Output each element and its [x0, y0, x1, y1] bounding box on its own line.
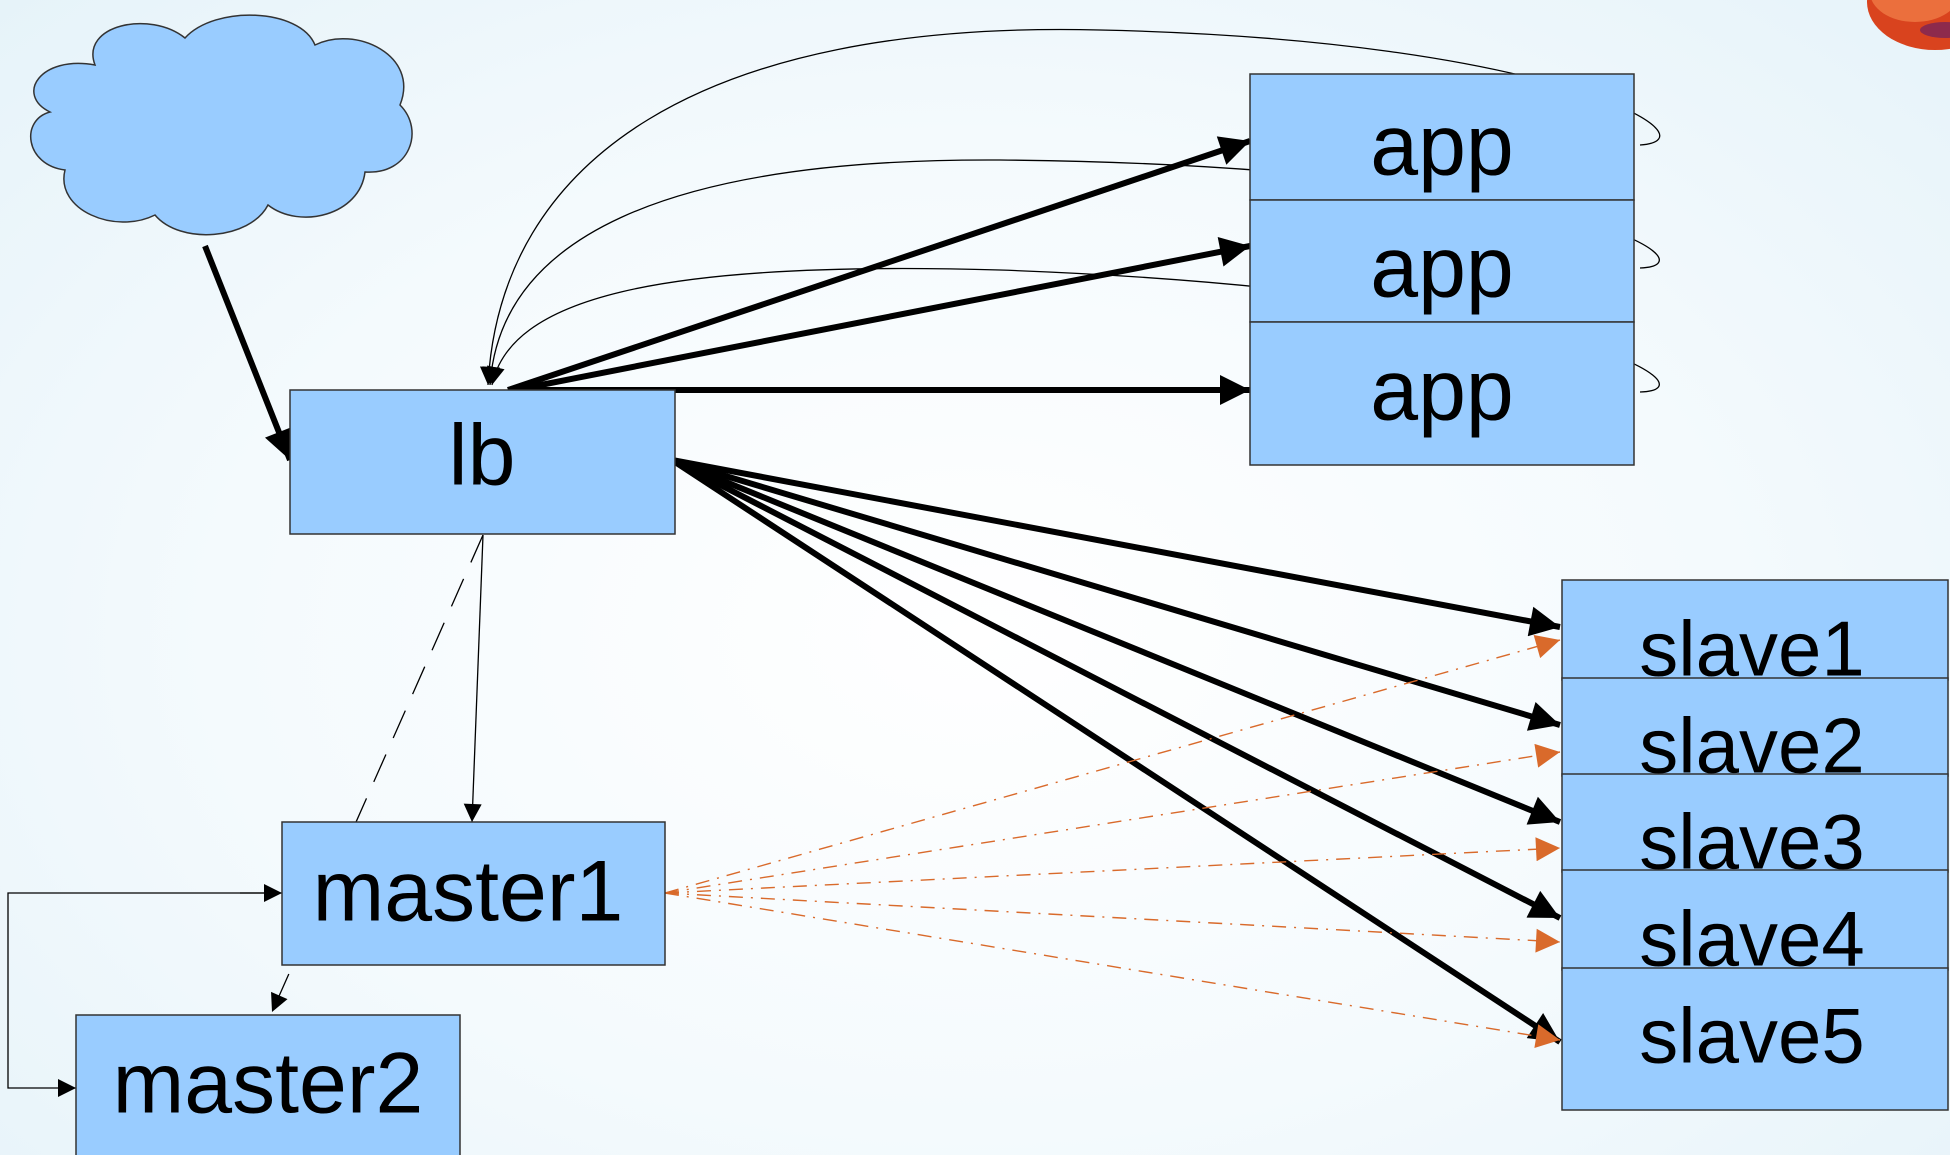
- slave2-node: slave2: [1561, 677, 1949, 790]
- master2-label: master2: [113, 1036, 424, 1132]
- master1-master2-loop-arrow: [7, 892, 280, 1097]
- lb-node: lb: [289, 389, 676, 535]
- app-3-label: app: [1370, 343, 1514, 439]
- lb-to-master1-arrow: [463, 534, 484, 823]
- app-return-curves: [479, 28, 1661, 393]
- slave4-node: slave4: [1561, 869, 1949, 983]
- slave5-label: slave5: [1639, 992, 1864, 1080]
- master1-to-slave4-arrow: [664, 892, 1561, 953]
- orange-globe-decoration: [1867, 0, 1950, 50]
- app-node-2: app: [1249, 199, 1635, 323]
- master1-to-slave3-arrow: [664, 837, 1561, 894]
- slave3-node: slave3: [1561, 773, 1949, 886]
- master1-label: master1: [313, 844, 624, 940]
- lb-to-slave1-arrow: [671, 457, 1561, 637]
- cloud-icon: [30, 14, 413, 236]
- lb-to-slave3-arrow: [670, 457, 1562, 825]
- master1-to-slave5-arrow: [664, 892, 1561, 1048]
- master1-to-slave2-arrow: [664, 743, 1561, 894]
- lb-to-slave-arrows: [670, 457, 1562, 1045]
- lb-to-slave2-arrow: [671, 457, 1561, 731]
- replication-arrows: [664, 634, 1561, 1048]
- lb-label: lb: [449, 408, 516, 504]
- lb-to-app1-arrow: [507, 136, 1251, 393]
- slave5-node: slave5: [1561, 967, 1949, 1111]
- master1-to-slave1-arrow: [664, 634, 1561, 894]
- cloud-to-lb-arrow: [202, 244, 293, 462]
- master1-node: master1: [281, 821, 666, 966]
- app3-to-lb-curve: [486, 267, 1660, 393]
- app-node-3: app: [1249, 321, 1635, 466]
- app1-to-lb-curve: [479, 28, 1661, 386]
- app-2-label: app: [1370, 220, 1514, 316]
- app-node-1: app: [1249, 73, 1635, 201]
- lb-to-app-arrows: [507, 136, 1251, 405]
- app2-to-lb-curve: [482, 159, 1660, 386]
- app-1-label: app: [1370, 98, 1514, 194]
- lb-to-slave4-arrow: [670, 457, 1562, 921]
- slave1-node: slave1: [1561, 579, 1949, 693]
- lb-to-slave5-arrow: [670, 457, 1562, 1045]
- lb-to-app2-arrow: [514, 237, 1251, 393]
- master2-node: master2: [75, 1014, 461, 1155]
